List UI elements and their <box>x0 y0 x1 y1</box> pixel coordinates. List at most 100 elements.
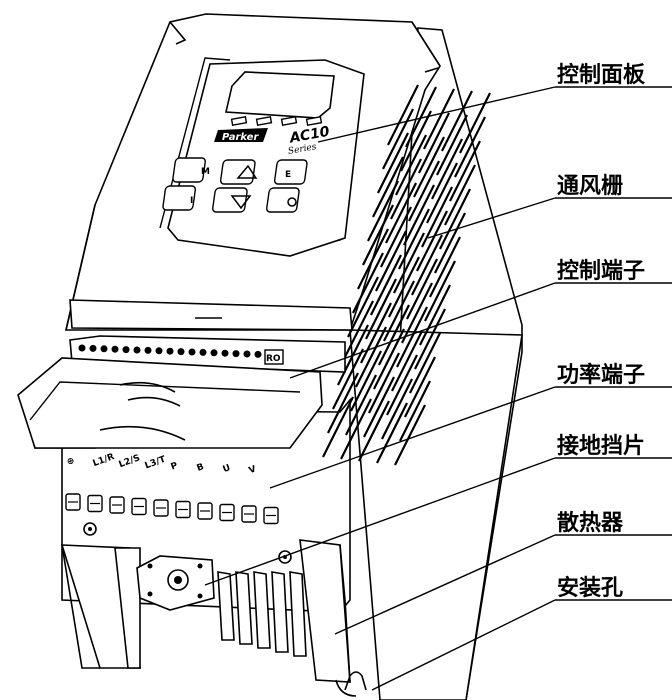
relay-label: RO <box>266 354 281 364</box>
label-heatsink: 散热器 <box>557 510 624 536</box>
heatsink-fin <box>235 571 253 645</box>
vent-slot <box>454 116 486 178</box>
brand-badge: Parker <box>214 128 268 143</box>
vent-slot <box>391 330 423 392</box>
vent-slot <box>399 380 431 442</box>
control-terminal-screw <box>111 345 119 353</box>
svg-text:E: E <box>285 170 291 180</box>
key-down[interactable] <box>212 187 252 213</box>
terminal-cover <box>17 357 323 449</box>
mounting-hole <box>335 671 367 697</box>
vent-slot <box>372 156 404 218</box>
vent-slot <box>401 282 433 344</box>
vent-slot <box>416 210 448 272</box>
callout-labels: 控制面板 通风栅 控制端子 功率端子 接地挡片 散热器 安装孔 <box>557 62 646 601</box>
vent-slot <box>357 228 389 290</box>
heatsink <box>60 522 351 683</box>
vent-slot <box>388 256 420 318</box>
vent-slot <box>405 86 437 148</box>
vent-slot <box>439 188 471 250</box>
vent-slot <box>345 374 377 436</box>
control-terminal-screw <box>254 350 262 358</box>
vent-slot <box>406 258 438 320</box>
vent-slot <box>421 186 453 248</box>
vent-slot <box>398 208 430 270</box>
control-terminal-screw <box>133 346 141 354</box>
vent-slot <box>408 160 440 222</box>
control-terminal-screw <box>232 350 240 358</box>
status-leds <box>230 116 323 126</box>
heatsink-fin <box>253 571 271 649</box>
vent-slot <box>418 112 450 174</box>
vent-slot <box>332 348 364 410</box>
vent-slot <box>409 332 441 394</box>
key-up[interactable] <box>219 159 258 185</box>
vent-slot <box>436 114 468 176</box>
vent-slot <box>368 352 400 414</box>
vent-slot <box>411 234 443 296</box>
control-terminal-screw <box>89 344 97 352</box>
vent-slot <box>434 212 466 274</box>
ground-plate <box>136 555 215 611</box>
key-run[interactable]: I <box>162 185 197 211</box>
vent-slot <box>358 400 390 462</box>
relay-terminal: RO <box>264 349 284 365</box>
vent-slot <box>342 300 374 362</box>
vent-slot <box>444 164 476 226</box>
control-terminal-screw <box>78 344 86 352</box>
vent-slot <box>377 132 409 194</box>
vent-slot <box>419 284 451 346</box>
vent-slot <box>381 378 413 440</box>
vent-slot <box>365 278 397 340</box>
vent-slot <box>404 356 436 418</box>
vent-slot <box>363 376 395 438</box>
vent-slot <box>376 402 408 464</box>
control-terminal-screw <box>199 348 207 356</box>
vent-slot <box>347 276 379 338</box>
control-terminal-screw <box>144 346 152 354</box>
key-mode[interactable]: M <box>172 157 210 183</box>
heatsink-fin <box>217 571 235 641</box>
control-terminal-screw <box>243 350 251 358</box>
control-terminal-screw <box>210 349 218 357</box>
key-stop[interactable] <box>266 187 300 213</box>
vent-slot <box>355 326 387 388</box>
control-terminal-screw <box>221 349 229 357</box>
label-power-terminal: 功率端子 <box>557 362 645 388</box>
power-terminal-marking: P <box>170 461 180 473</box>
vent-slot <box>327 372 359 434</box>
vent-slot <box>423 88 455 150</box>
power-terminal-marking: B <box>196 462 206 474</box>
vent-slot <box>449 140 481 202</box>
vent-slot <box>340 398 372 460</box>
vent-slot <box>424 260 456 322</box>
control-terminal-screw <box>122 346 130 354</box>
vent-slot <box>370 254 402 316</box>
vent-slot <box>352 252 384 314</box>
vent-slot <box>360 302 392 364</box>
vent-slot <box>378 304 410 366</box>
vent-slot <box>396 306 428 368</box>
vent-slot <box>322 396 354 458</box>
control-terminal-screw <box>177 348 185 356</box>
vent-slot <box>400 110 432 172</box>
key-enter[interactable]: E <box>273 159 308 185</box>
control-terminal-screw <box>188 348 196 356</box>
series-script: Series <box>287 142 317 157</box>
control-terminal-screw <box>166 347 174 355</box>
vent-slot <box>441 90 473 152</box>
vent-slot <box>413 136 445 198</box>
svg-text:M: M <box>201 167 210 177</box>
label-ground-plate: 接地挡片 <box>557 434 645 459</box>
power-terminal-marking: ⊕ <box>66 456 77 468</box>
leader-lines <box>204 86 672 691</box>
vent-slot <box>429 236 461 298</box>
vent-slot <box>394 404 426 466</box>
vent-slot <box>426 162 458 224</box>
vent-slot <box>393 232 425 294</box>
vent-slot <box>362 204 394 266</box>
vent-slot <box>395 134 427 196</box>
heatsink-fin <box>289 571 307 657</box>
svg-text:I: I <box>190 196 193 206</box>
